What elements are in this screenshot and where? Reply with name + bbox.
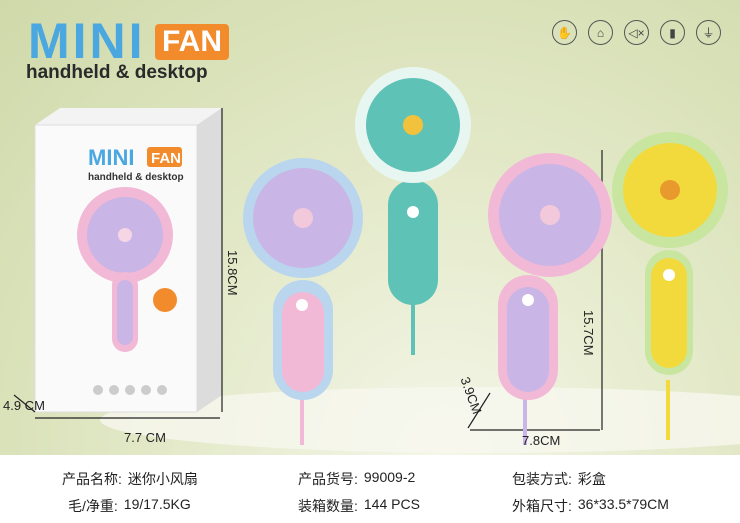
hand-icon: ✋ bbox=[552, 20, 577, 45]
fan-width-label: 7.8CM bbox=[522, 433, 561, 448]
spec-label: 产品货号: bbox=[298, 471, 358, 487]
product-scene: MINI FAN handheld & desktop MINI FAN han… bbox=[0, 0, 740, 455]
spec-value: 彩盒 bbox=[577, 471, 606, 487]
spec-item-number: 产品货号: 99009-2 bbox=[298, 469, 415, 489]
fan-teal bbox=[355, 67, 471, 355]
spec-value: 144 PCS bbox=[363, 496, 420, 512]
spec-label: 包装方式: bbox=[512, 471, 572, 487]
svg-text:MINI: MINI bbox=[88, 145, 134, 170]
box-width-label: 7.7 CM bbox=[124, 430, 166, 445]
fan-yellow bbox=[612, 132, 728, 440]
brand-subtitle: handheld & desktop bbox=[26, 62, 208, 83]
feature-icons: ✋ ⌂ ◁× ▮ ⏚ bbox=[552, 20, 721, 45]
spec-quantity: 装箱数量: 144 PCS bbox=[298, 496, 420, 516]
fan-height-label: 15.7CM bbox=[581, 310, 596, 356]
usb-icon: ⏚ bbox=[696, 20, 721, 45]
brand-mini: MINI bbox=[28, 13, 146, 69]
svg-text:handheld & desktop: handheld & desktop bbox=[88, 172, 184, 183]
spec-name: 产品名称: 迷你小风扇 bbox=[62, 469, 198, 489]
spec-carton-size: 外箱尺寸: 36*33.5*79CM bbox=[512, 496, 669, 516]
box-height-label: 15.8CM bbox=[225, 250, 240, 296]
spec-value: 36*33.5*79CM bbox=[577, 496, 669, 512]
brand-fan: FAN bbox=[155, 24, 229, 60]
box-depth-label: 4.9 CM bbox=[3, 398, 45, 413]
spec-value: 99009-2 bbox=[363, 469, 416, 485]
spec-label: 外箱尺寸: bbox=[512, 498, 572, 514]
spec-label: 毛/净重: bbox=[68, 498, 118, 514]
product-illustration: MINI FAN handheld & desktop bbox=[13, 67, 740, 453]
spec-table: 产品名称: 迷你小风扇 产品货号: 99009-2 包装方式: 彩盒 毛/净重: 19/… bbox=[0, 455, 740, 523]
bag-icon: ⌂ bbox=[588, 20, 613, 45]
spec-weight: 毛/净重: 19/17.5KG bbox=[68, 496, 191, 516]
fan-blue bbox=[243, 158, 363, 445]
spec-packaging: 包装方式: 彩盒 bbox=[512, 469, 606, 489]
spec-value: 19/17.5KG bbox=[123, 496, 191, 512]
svg-text:FAN: FAN bbox=[151, 150, 181, 167]
mute-icon: ◁× bbox=[624, 20, 649, 45]
package-box: MINI FAN handheld & desktop bbox=[34, 108, 222, 413]
battery-icon: ▮ bbox=[660, 20, 685, 45]
spec-value: 迷你小风扇 bbox=[127, 471, 198, 487]
fan-pink bbox=[488, 153, 612, 445]
spec-label: 产品名称: bbox=[62, 471, 122, 487]
spec-label: 装箱数量: bbox=[298, 498, 358, 514]
